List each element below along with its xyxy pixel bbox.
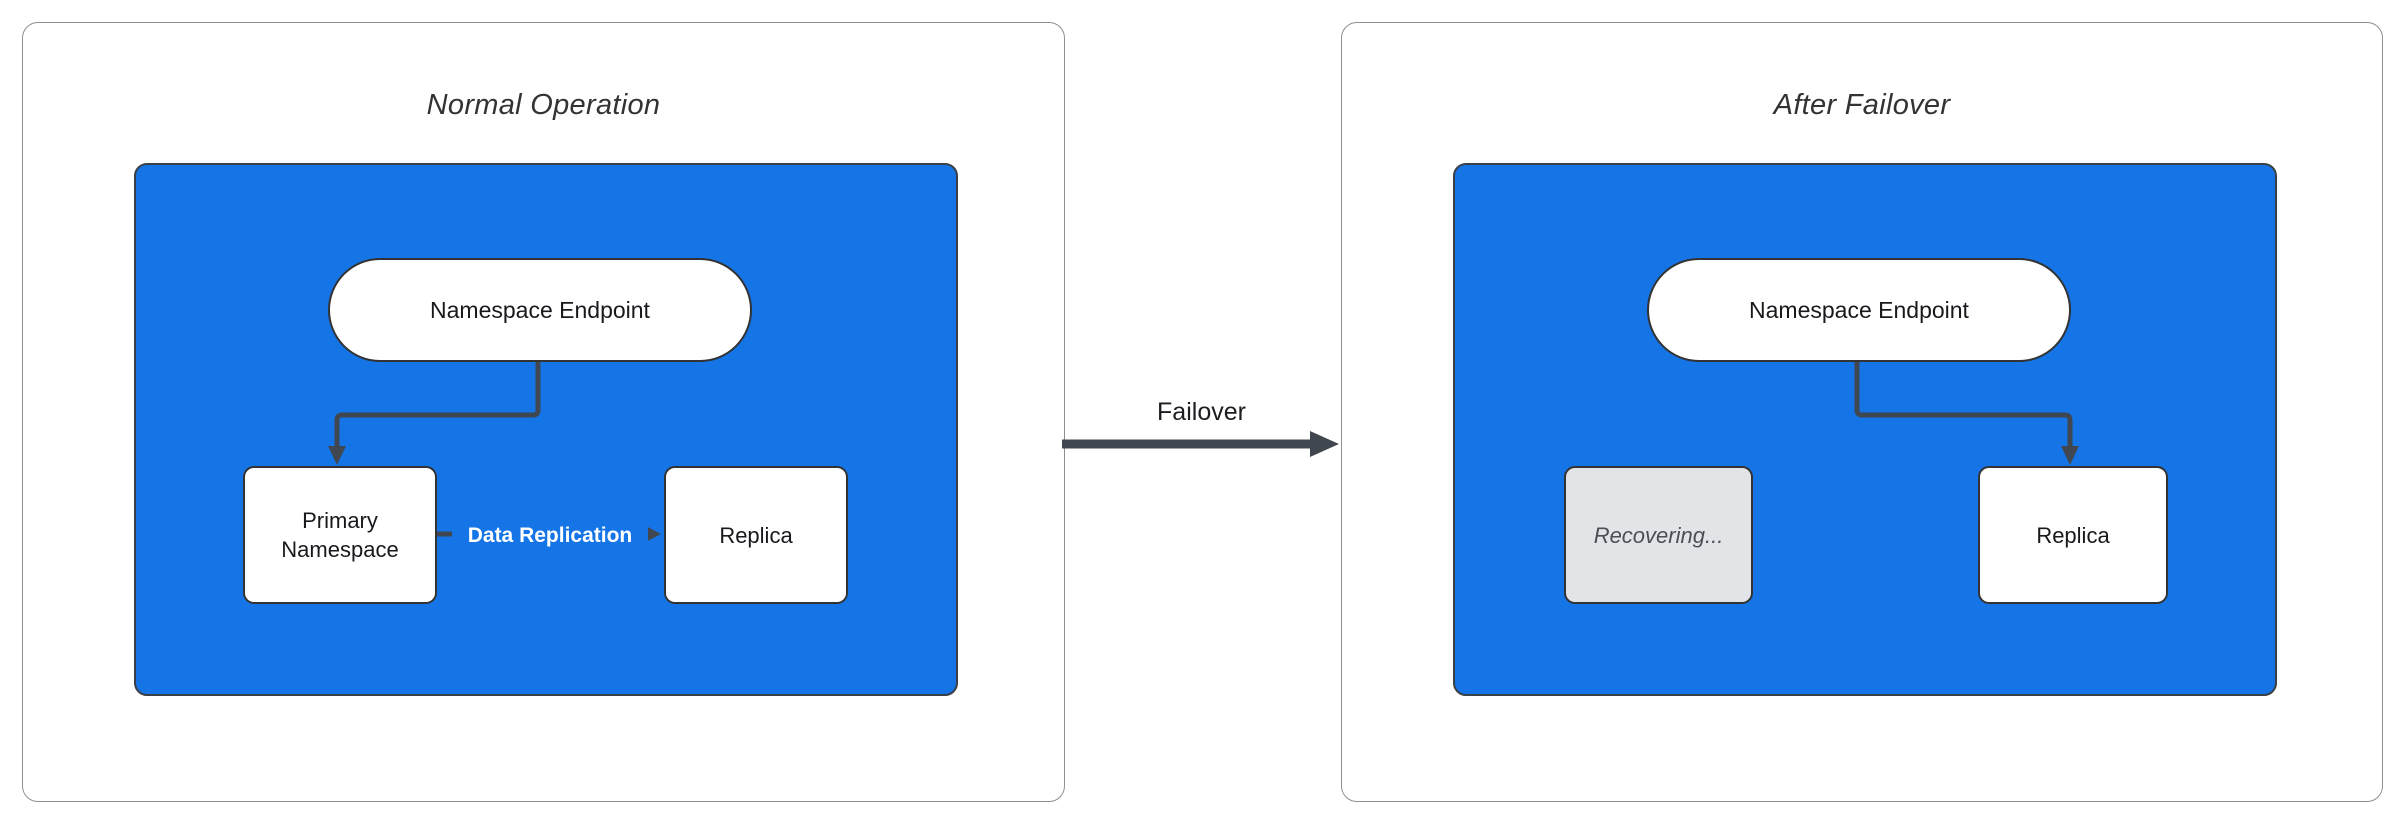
node-namespace-endpoint-after: Namespace Endpoint bbox=[1647, 258, 2071, 362]
node-replica-normal: Replica bbox=[664, 466, 848, 604]
failover-edge-label: Failover bbox=[1157, 398, 1246, 426]
cluster-after: Namespace Endpoint Recovering... Replica bbox=[1453, 163, 2277, 696]
panel-title-after: After Failover bbox=[1773, 89, 1951, 121]
node-primary-namespace: Primary Namespace bbox=[243, 466, 437, 604]
panel-title-normal: Normal Operation bbox=[426, 89, 661, 121]
failover-transition: Failover bbox=[1062, 396, 1341, 468]
node-replica-after: Replica bbox=[1978, 466, 2168, 604]
node-label: Replica bbox=[719, 522, 793, 548]
data-replication-edge-label: Data Replication bbox=[452, 522, 648, 550]
panel-normal-operation: Normal Operation Namespace Endpoint Prim… bbox=[22, 22, 1065, 802]
node-label: Replica bbox=[2036, 522, 2110, 548]
node-namespace-endpoint-normal: Namespace Endpoint bbox=[328, 258, 752, 362]
node-label: Primary Namespace bbox=[281, 508, 399, 562]
cluster-normal: Namespace Endpoint Primary Namespace Rep… bbox=[134, 163, 958, 696]
node-label: Recovering... bbox=[1593, 522, 1724, 548]
endpoint-to-primary-arrow bbox=[328, 362, 661, 544]
failover-arrow bbox=[1062, 431, 1339, 457]
endpoint-to-replica-arrow bbox=[1854, 362, 2079, 465]
node-recovering: Recovering... bbox=[1564, 466, 1753, 604]
node-label: Namespace Endpoint bbox=[1749, 296, 1969, 323]
panel-after-failover: After Failover Namespace Endpoint Recove… bbox=[1341, 22, 2383, 802]
node-label: Namespace Endpoint bbox=[430, 296, 650, 323]
